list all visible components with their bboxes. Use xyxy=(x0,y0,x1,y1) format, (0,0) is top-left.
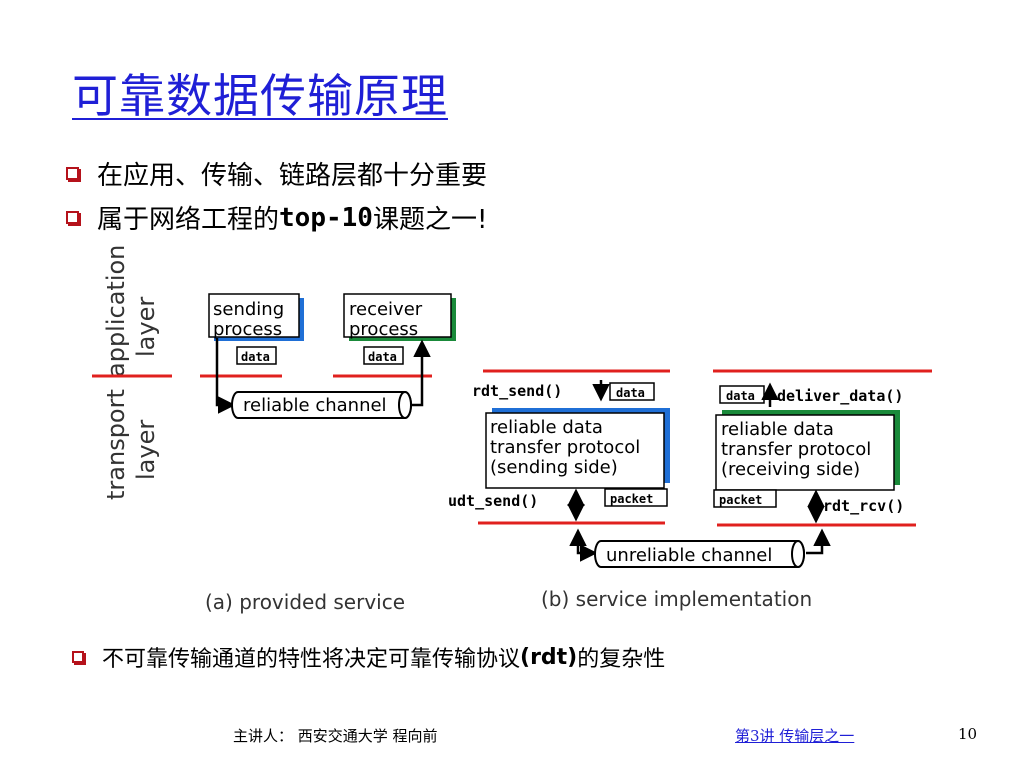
reliable-channel-text: reliable channel xyxy=(243,395,387,416)
rdt-rcv-label: rdt_rcv() xyxy=(823,497,904,515)
data-tag-recv-a xyxy=(363,346,404,365)
receiver-protocol-box xyxy=(715,414,895,491)
deliver-data-label: deliver_data() xyxy=(777,387,903,405)
bullet-text: 不可靠传输通道的特性将决定可靠传输协议 xyxy=(102,647,521,672)
application-layer-label: application layer xyxy=(102,245,160,377)
sender-protocol-text-3: (sending side) xyxy=(490,457,618,478)
unreliable-channel-pipe-end xyxy=(791,540,805,568)
packet-tag-recv-text: packet xyxy=(719,493,762,507)
bullet-text-tail: 的复杂性 xyxy=(577,647,666,672)
page-title: 可靠数据传输原理 xyxy=(72,69,448,123)
footer-lecturer: 主讲人： 西安交通大学 程向前 xyxy=(233,727,438,745)
data-tag-recv-a-text: data xyxy=(368,350,397,364)
packet-tag-recv xyxy=(713,489,777,508)
caption-b: (b) service implementation xyxy=(541,587,812,611)
bullet-bold-text: (rdt) xyxy=(520,644,578,670)
receiver-protocol-text-3: (receiving side) xyxy=(721,459,860,480)
sender-protocol-text-2: transfer protocol xyxy=(490,437,640,458)
page-number: 10 xyxy=(958,725,978,743)
reliable-channel-pipe-end xyxy=(398,391,412,419)
bullet-text-tail: 课题之一! xyxy=(372,205,488,235)
data-tag-send-b-text: data xyxy=(616,386,645,400)
data-tag-recv-b-text: data xyxy=(726,389,755,403)
rdt-send-label: rdt_send() xyxy=(472,382,562,400)
receiver-process-text-2: process xyxy=(349,319,418,340)
sender-protocol-box xyxy=(485,412,665,489)
sender-protocol-text-1: reliable data xyxy=(490,417,603,438)
data-tag-send-b xyxy=(609,382,655,401)
bullet-text: 属于网络工程的 xyxy=(97,205,280,235)
bullet-bold-text: top-10 xyxy=(279,202,373,233)
square-bullet-icon xyxy=(66,211,79,224)
sending-process-box xyxy=(208,293,300,338)
footer-lecture-link[interactable]: 第3讲 传输层之一 xyxy=(735,727,855,745)
bullet-text: 在应用、传输、链路层都十分重要 xyxy=(97,161,488,191)
caption-a: (a) provided service xyxy=(205,590,405,614)
application-layer-line2: layer xyxy=(132,297,160,357)
square-bullet-icon xyxy=(72,651,84,663)
transport-layer-line1: transport xyxy=(102,389,130,500)
sending-process-text-2: process xyxy=(213,319,282,340)
square-bullet-icon xyxy=(66,167,79,180)
bullet-item-1: 在应用、传输、链路层都十分重要 xyxy=(66,155,487,192)
sending-process-text-1: sending xyxy=(213,299,284,320)
receiver-protocol-text-2: transfer protocol xyxy=(721,439,871,460)
bullet-item-3: 不可靠传输通道的特性将决定可靠传输协议(rdt)的复杂性 xyxy=(72,641,665,673)
unreliable-channel-text: unreliable channel xyxy=(606,545,772,566)
recv-arrow-a xyxy=(410,339,431,407)
data-tag-send-a xyxy=(236,346,277,365)
receiver-protocol-text-1: reliable data xyxy=(721,419,834,440)
send-arrow-a xyxy=(215,338,236,414)
transport-layer-line2: layer xyxy=(132,420,160,480)
packet-tag-send xyxy=(604,488,668,507)
data-tag-send-a-text: data xyxy=(241,350,270,364)
udt-send-label: udt_send() xyxy=(448,492,538,510)
packet-tag-send-text: packet xyxy=(610,492,653,506)
application-layer-line1: application xyxy=(102,245,130,377)
unreliable-send-arrow xyxy=(569,528,598,562)
unreliable-recv-arrow xyxy=(806,528,831,555)
transport-layer-label: transport layer xyxy=(102,389,160,500)
receiver-process-box xyxy=(343,293,452,338)
receiver-process-text-1: receiver xyxy=(349,299,423,320)
